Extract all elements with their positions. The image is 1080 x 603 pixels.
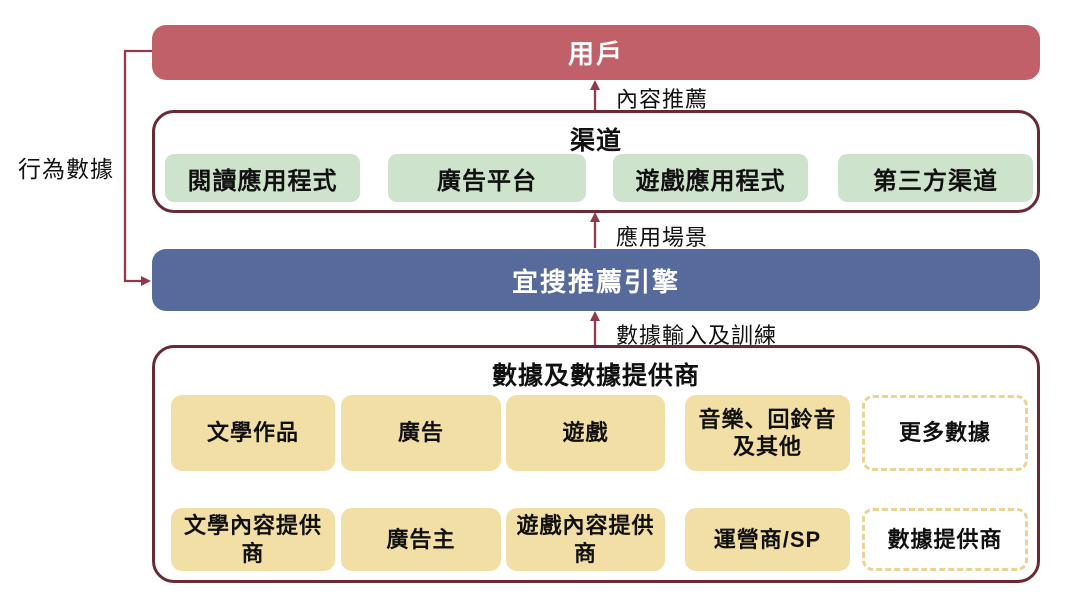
edge-label-data-input-training: 數據輸入及訓練 bbox=[616, 323, 778, 348]
data-providers-group: 數據及數據提供商 文學作品 廣告 遊戲 音樂、回鈴音及其他 更多數據 文學內容提… bbox=[152, 345, 1040, 583]
data-providers-title: 數據及數據提供商 bbox=[491, 362, 700, 390]
engine-label: 宜搜推薦引擎 bbox=[511, 266, 680, 297]
edge-label-behavior-data: 行為數據 bbox=[18, 157, 114, 182]
data-more-data: 更多數據 bbox=[862, 395, 1028, 471]
arrow-application-scenario bbox=[590, 212, 600, 248]
data-music-ringback-others: 音樂、回鈴音及其他 bbox=[685, 395, 850, 471]
arrow-behavior-data-loop bbox=[123, 49, 152, 286]
provider-data-provider: 數據提供商 bbox=[862, 508, 1028, 571]
edge-label-application-scenario: 應用場景 bbox=[616, 225, 709, 250]
provider-game-content: 遊戲內容提供商 bbox=[506, 508, 665, 571]
channel-game-app: 遊戲應用程式 bbox=[613, 154, 808, 202]
channel-third-party: 第三方渠道 bbox=[838, 154, 1033, 202]
edge-label-content-recommendation: 內容推薦 bbox=[616, 87, 709, 112]
channel-ad-platform: 廣告平台 bbox=[388, 154, 586, 202]
provider-advertiser: 廣告主 bbox=[341, 508, 501, 571]
engine-node: 宜搜推薦引擎 bbox=[152, 249, 1040, 311]
users-label: 用戶 bbox=[567, 39, 624, 69]
provider-literary-content: 文學內容提供商 bbox=[171, 508, 335, 571]
provider-operator-sp: 運營商/SP bbox=[685, 508, 850, 571]
data-games: 遊戲 bbox=[506, 395, 665, 471]
arrow-content-recommendation bbox=[590, 80, 600, 110]
channels-group: 渠道 閱讀應用程式 廣告平台 遊戲應用程式 第三方渠道 bbox=[152, 110, 1040, 213]
channels-title: 渠道 bbox=[569, 127, 622, 155]
data-ads: 廣告 bbox=[341, 395, 501, 471]
arrow-data-input-training bbox=[590, 311, 600, 345]
users-node: 用戶 bbox=[152, 25, 1040, 80]
channel-reading-app: 閱讀應用程式 bbox=[165, 154, 360, 202]
data-literary-works: 文學作品 bbox=[171, 395, 335, 471]
